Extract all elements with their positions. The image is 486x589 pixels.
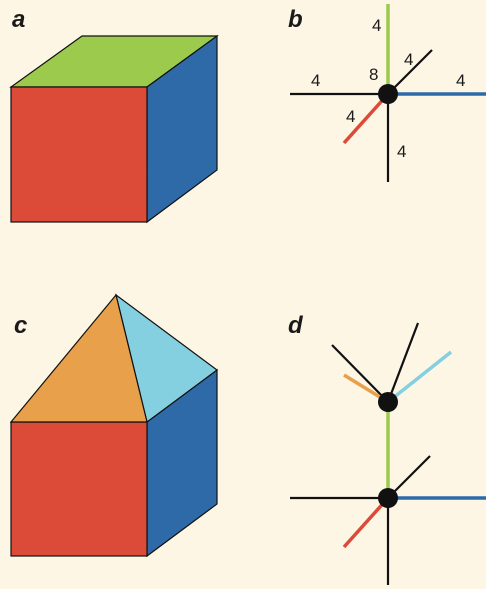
number-left: 4 xyxy=(311,71,320,90)
edge-down-left-red xyxy=(342,92,390,145)
apex-vertex-dot xyxy=(378,392,398,412)
apex-edge-up xyxy=(386,322,420,403)
panel-d-label: d xyxy=(288,312,304,339)
number-bottom: 4 xyxy=(397,142,406,161)
number-top: 4 xyxy=(372,16,381,35)
panel-a: a xyxy=(9,6,219,224)
number-right: 4 xyxy=(456,71,465,90)
apex-edge-left xyxy=(331,344,389,403)
edge-down-left-red xyxy=(342,496,390,549)
vertex-dot xyxy=(378,84,398,104)
apex-edge-light-blue xyxy=(386,350,453,404)
panel-a-label: a xyxy=(12,6,25,33)
base-vertex-dot xyxy=(378,488,398,508)
pyramid-front-face xyxy=(9,293,148,423)
panel-d: d xyxy=(288,312,486,585)
panel-c: c xyxy=(9,293,219,558)
number-lower-left: 4 xyxy=(346,107,355,126)
cube-front-face xyxy=(10,86,148,223)
cube-front-face xyxy=(10,421,148,557)
number-center: 8 xyxy=(369,65,378,84)
number-top-right: 4 xyxy=(404,50,413,69)
panel-b: b 4 4 4 8 4 4 4 xyxy=(288,4,486,182)
edge-up-right xyxy=(387,49,433,95)
panel-b-label: b xyxy=(288,6,303,33)
panel-c-label: c xyxy=(14,312,27,339)
